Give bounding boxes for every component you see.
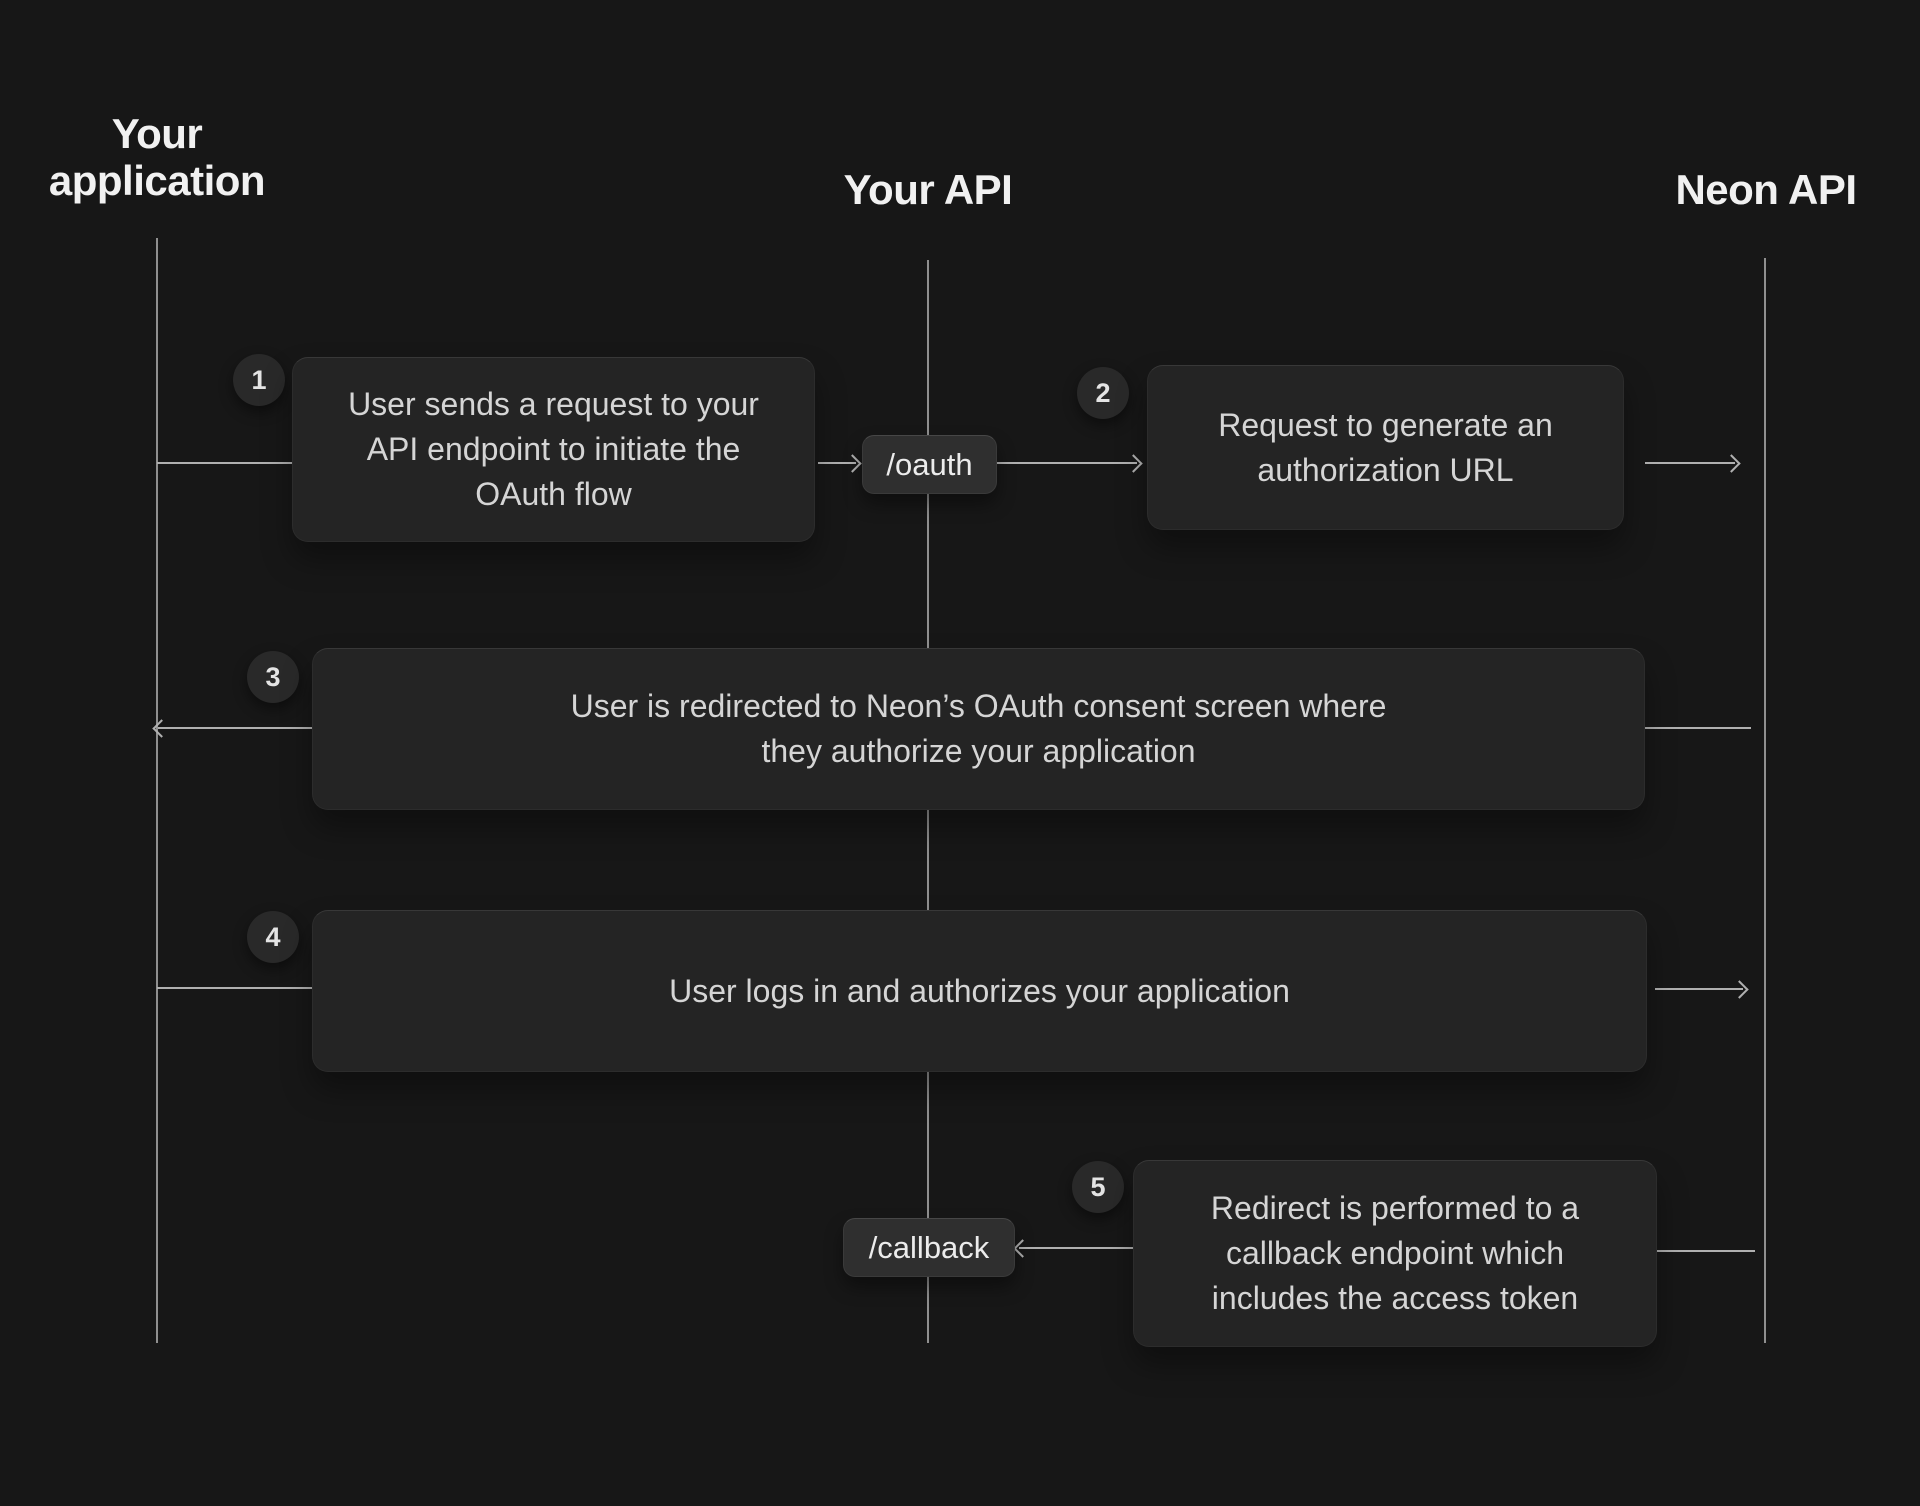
actor-label-your-api: Your API — [843, 166, 1013, 213]
arrowhead-right-icon — [1722, 454, 1741, 473]
endpoint-callback-pill: /callback — [843, 1218, 1015, 1277]
step-3-line-from-neon-api — [1643, 727, 1751, 729]
arrowhead-right-icon — [1730, 980, 1749, 999]
step-1-badge: 1 — [233, 354, 285, 406]
step-5-badge: 5 — [1072, 1161, 1124, 1213]
step-4-line-from-application — [157, 987, 312, 989]
step-1-message-box: User sends a request to your API endpoin… — [292, 357, 815, 542]
step-3-message-box: User is redirected to Neon’s OAuth conse… — [312, 648, 1645, 810]
step-3-badge: 3 — [247, 651, 299, 703]
step-2-badge: 2 — [1077, 367, 1129, 419]
step-5-arrow-to-callback — [1013, 1239, 1133, 1258]
arrowhead-right-icon — [1124, 454, 1143, 473]
endpoint-oauth-pill: /oauth — [862, 435, 997, 494]
arrowhead-right-icon — [843, 454, 862, 473]
step-4-arrow-to-neon-api — [1655, 980, 1749, 999]
step-5-message-box: Redirect is performed to a callback endp… — [1133, 1160, 1657, 1347]
lifeline-your-application — [156, 238, 158, 1343]
step-5-line-from-neon-api — [1655, 1250, 1755, 1252]
step-4-message-box: User logs in and authorizes your applica… — [312, 910, 1647, 1072]
step-4-badge: 4 — [247, 911, 299, 963]
step-1-arrow-to-oauth — [818, 454, 862, 473]
step-3-arrow-to-application — [152, 719, 312, 738]
lifeline-neon-api — [1764, 258, 1766, 1343]
actor-label-neon-api: Neon API — [1675, 166, 1857, 213]
step-2-arrow-to-neon-api — [1645, 454, 1741, 473]
step-2-arrow-from-oauth — [997, 454, 1143, 473]
actor-label-your-application: Your application — [48, 110, 266, 204]
step-1-line-from-application — [157, 462, 292, 464]
arrowhead-left-icon — [1013, 1239, 1032, 1258]
step-2-message-box: Request to generate an authorization URL — [1147, 365, 1624, 530]
